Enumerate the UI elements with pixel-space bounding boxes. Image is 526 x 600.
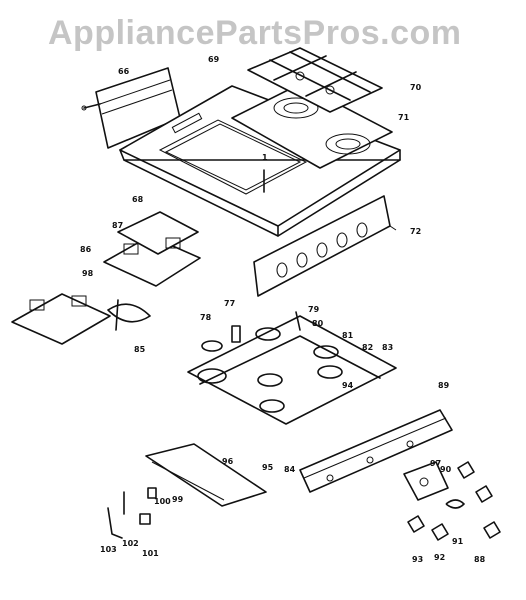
callout-95: 95 <box>262 463 274 472</box>
callout-84: 84 <box>284 465 296 474</box>
callout-99: 99 <box>172 495 184 504</box>
callout-88: 88 <box>474 555 486 564</box>
callout-66: 66 <box>118 67 130 76</box>
callout-96: 96 <box>222 457 234 466</box>
knobs <box>403 461 501 541</box>
callout-89: 89 <box>438 381 450 390</box>
callout-93: 93 <box>412 555 423 564</box>
callout-69: 69 <box>208 55 220 64</box>
callout-94: 94 <box>342 381 354 390</box>
small-parts <box>107 487 157 539</box>
burner-plate <box>231 83 393 169</box>
callout-72: 72 <box>410 227 421 236</box>
callout-78: 78 <box>200 313 212 322</box>
lower-bracket <box>145 443 267 507</box>
control-panel <box>253 195 397 297</box>
grate <box>247 47 383 113</box>
callout-92: 92 <box>434 553 445 562</box>
callout-98: 98 <box>82 269 94 278</box>
callout-90: 90 <box>440 465 452 474</box>
callout-97: 97 <box>430 459 441 468</box>
callout-1: 1 <box>262 153 268 162</box>
callout-81: 81 <box>342 331 354 340</box>
callout-77: 77 <box>224 299 235 308</box>
callout-87: 87 <box>112 221 123 230</box>
callout-80: 80 <box>312 319 324 328</box>
callout-91: 91 <box>452 537 464 546</box>
callout-100: 100 <box>154 497 171 506</box>
callout-103: 103 <box>100 545 117 554</box>
cooktop-frame <box>119 85 401 237</box>
burner-valves <box>187 311 397 425</box>
callout-101: 101 <box>142 549 159 558</box>
callout-102: 102 <box>122 539 139 548</box>
watermark: AppliancePartsPros.com <box>48 14 462 52</box>
callout-68: 68 <box>132 195 144 204</box>
manifold <box>299 409 453 493</box>
callout-86: 86 <box>80 245 92 254</box>
callout-79: 79 <box>308 305 320 314</box>
left-brackets <box>11 211 201 345</box>
callout-85: 85 <box>134 345 146 354</box>
callout-70: 70 <box>410 83 422 92</box>
callout-71: 71 <box>398 113 410 122</box>
callout-83: 83 <box>382 343 393 352</box>
callout-labels: 66 69 70 71 72 1 68 87 86 85 77 78 79 80… <box>80 55 486 564</box>
callout-82: 82 <box>362 343 373 352</box>
